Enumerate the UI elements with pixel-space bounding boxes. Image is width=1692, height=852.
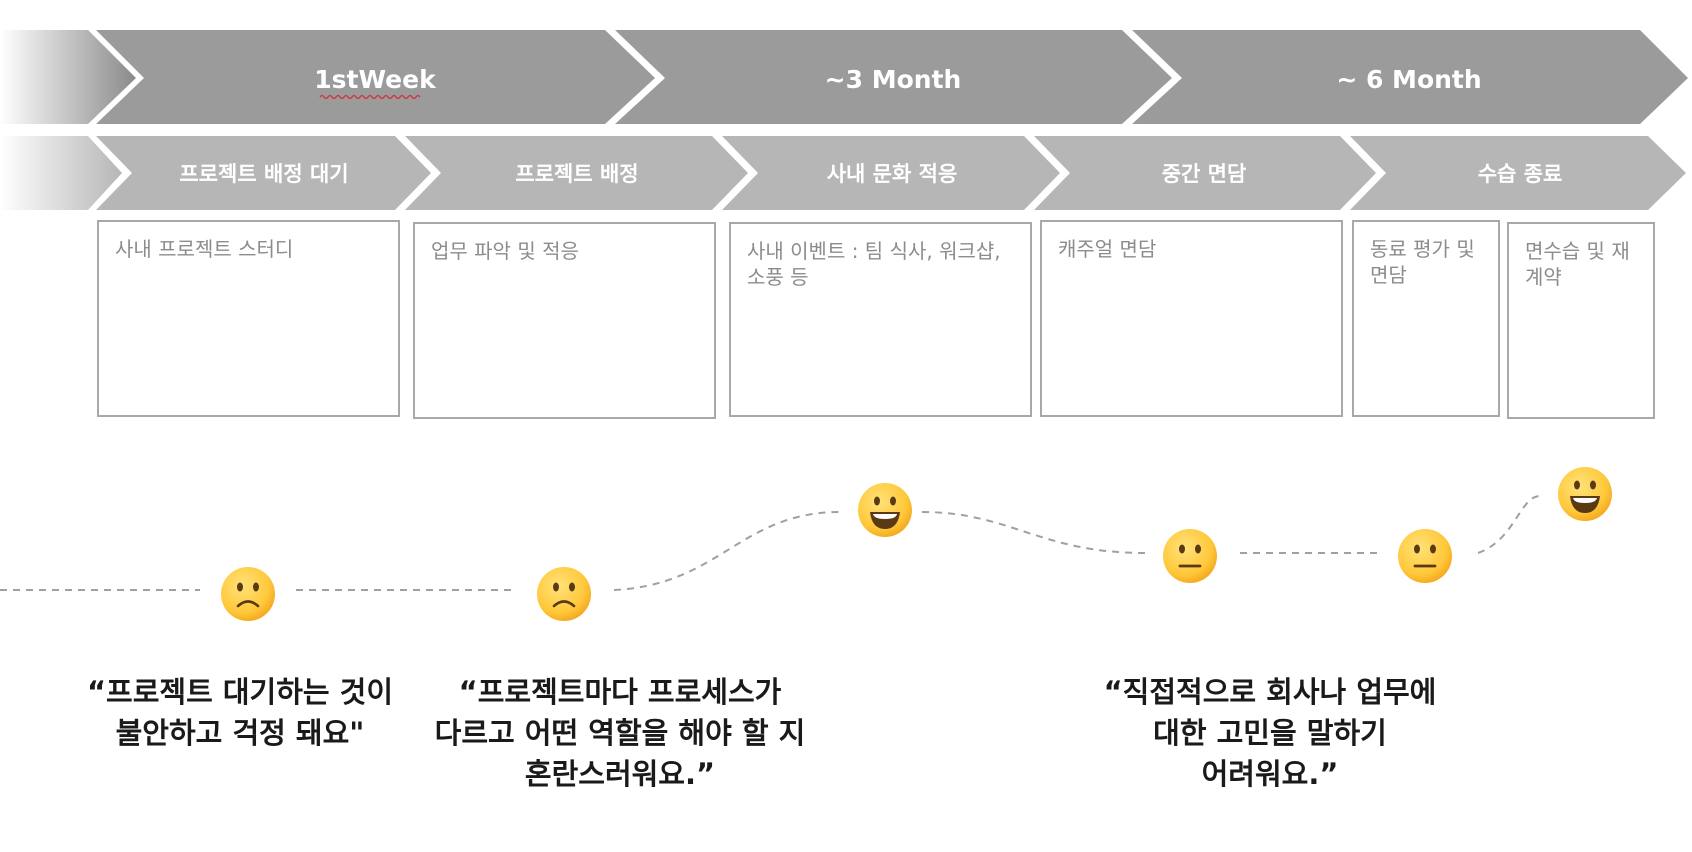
quote-line: “프로젝트마다 프로세스가 (458, 675, 782, 709)
stage-chevron-3 (722, 136, 1060, 210)
frown-mouth (552, 600, 576, 608)
emoji-neutral-1 (1163, 529, 1217, 583)
stage-label-4: 중간 면담 (1162, 162, 1247, 186)
eye-left (1414, 544, 1420, 554)
activity-box-6: 면수습 및 재계약 (1507, 222, 1655, 419)
activity-box-5: 동료 평가 및 면담 (1352, 220, 1500, 417)
phase-label-1: 1stWeek (314, 65, 437, 94)
journey-segment-3 (613, 511, 841, 591)
stage-label-5: 수습 종료 (1478, 162, 1563, 186)
stage-chevron-2 (405, 136, 748, 210)
face-circle (1398, 529, 1452, 583)
quote-line: “프로젝트 대기하는 것이 (86, 675, 394, 709)
spellcheck-underline (319, 94, 421, 100)
activity-text: 캐주얼 면담 (1058, 237, 1157, 261)
face-circle (537, 567, 591, 621)
phase-label-2: ~3 Month (825, 65, 962, 94)
stage-lead-in (0, 136, 122, 210)
stage-chevron-5 (1350, 136, 1686, 210)
quote-line: “직접적으로 회사나 업무에 (1103, 675, 1437, 709)
stage-label-3: 사내 문화 적응 (827, 162, 958, 186)
activity-box-4: 캐주얼 면담 (1040, 220, 1343, 417)
activity-text: 업무 파악 및 적응 (431, 239, 579, 263)
activity-text: 면수습 및 재계약 (1525, 239, 1630, 289)
quote-line: 혼란스러워요.” (524, 757, 716, 791)
quote-line: 대한 고민을 말하기 (1153, 716, 1387, 750)
eye-right (1430, 544, 1436, 554)
eye-right (569, 582, 575, 592)
eye-left (874, 496, 880, 506)
stage-chevron-1 (96, 136, 431, 210)
face-circle (1163, 529, 1217, 583)
phase-chevron-2 (615, 30, 1172, 124)
eye-right (890, 496, 896, 506)
quote-line: 어려워요.” (1201, 757, 1339, 791)
quote-3: “직접적으로 회사나 업무에 대한 고민을 말하기 어려워요.” (1060, 672, 1480, 795)
phase-chevron-1 (96, 30, 655, 124)
activity-text: 사내 프로젝트 스터디 (115, 237, 294, 261)
journey-segment-4 (921, 511, 1146, 554)
stage-label-1: 프로젝트 배정 대기 (179, 162, 348, 186)
eye-left (553, 582, 559, 592)
activity-box-3: 사내 이벤트 : 팀 식사, 워크샵, 소풍 등 (729, 222, 1032, 417)
emoji-neutral-2 (1398, 529, 1452, 583)
quote-1: “프로젝트 대기하는 것이 불안하고 걱정 돼요" (30, 672, 450, 754)
emoji-happy-1 (858, 483, 912, 537)
stage-chevron-4 (1034, 136, 1376, 210)
phase-lead-in (0, 30, 136, 124)
phase-chevron-3 (1132, 30, 1688, 124)
eye-right (253, 582, 259, 592)
eye-left (237, 582, 243, 592)
emoji-sad-2 (537, 567, 591, 621)
phase-label-3: ~ 6 Month (1336, 65, 1481, 94)
frown-mouth (236, 600, 260, 608)
eye-left (1574, 480, 1580, 490)
grin-teeth (1573, 498, 1597, 503)
journey-segment-6 (1477, 495, 1541, 554)
activity-box-1: 사내 프로젝트 스터디 (97, 220, 400, 417)
grin-teeth (873, 514, 897, 519)
eye-left (1179, 544, 1185, 554)
quote-2: “프로젝트마다 프로세스가 다르고 어떤 역할을 해야 할 지 혼란스러워요.” (400, 672, 840, 795)
face-circle (858, 483, 912, 537)
eye-right (1590, 480, 1596, 490)
quote-line: 다르고 어떤 역할을 해야 할 지 (434, 716, 806, 750)
phase-row: 1stWeek ~3 Month ~ 6 Month (0, 30, 1688, 124)
activity-text: 동료 평가 및 면담 (1370, 237, 1475, 287)
emoji-happy-2 (1558, 467, 1612, 521)
stage-row: 프로젝트 배정 대기 프로젝트 배정 사내 문화 적응 중간 면담 수습 종료 (0, 136, 1686, 210)
emoji-sad-1 (221, 567, 275, 621)
activity-text: 사내 이벤트 : 팀 식사, 워크샵, 소풍 등 (747, 239, 1001, 289)
face-circle (221, 567, 275, 621)
journey-line (0, 495, 1541, 591)
stage-label-2: 프로젝트 배정 (515, 162, 638, 186)
activity-box-2: 업무 파악 및 적응 (413, 222, 716, 419)
quote-line: 불안하고 걱정 돼요" (115, 716, 365, 750)
face-circle (1558, 467, 1612, 521)
eye-right (1195, 544, 1201, 554)
